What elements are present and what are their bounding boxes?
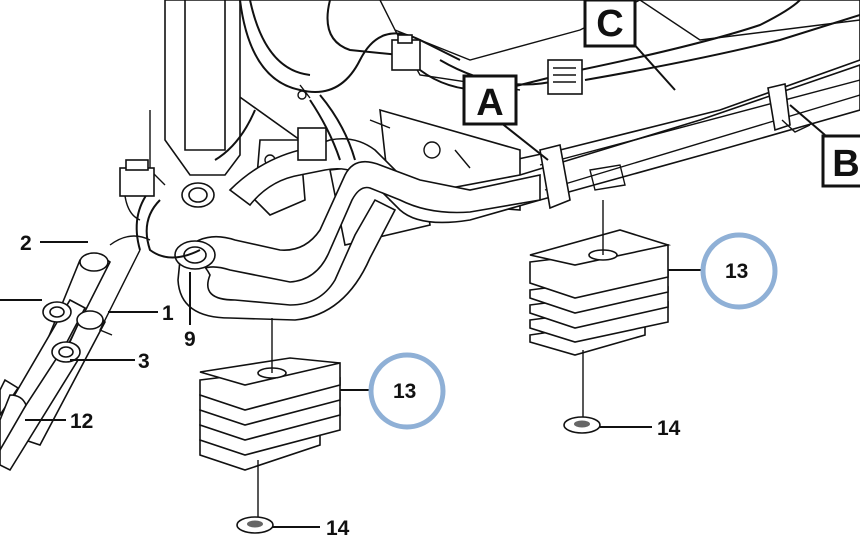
part-label-1: 1 (162, 302, 174, 325)
callout-box-c: C (583, 0, 637, 48)
hoses (0, 235, 151, 472)
highlight-circle-left (368, 352, 446, 430)
washer-left (236, 516, 274, 534)
washer-right (563, 416, 601, 434)
callout-a-label: A (476, 82, 503, 124)
weight-stack-right (529, 229, 672, 356)
mount-line-left (257, 318, 273, 518)
s-pipe (174, 160, 541, 321)
part-label-13-right: 13 (725, 260, 748, 283)
chassis-body (149, 0, 860, 246)
leader-lines (0, 41, 826, 528)
callout-b-label: B (832, 143, 859, 185)
part-label-14-left: 14 (326, 517, 350, 540)
callout-box-a: A (462, 74, 518, 126)
part-label-14-right: 14 (657, 417, 681, 440)
mount-line-right (582, 200, 604, 418)
part-label-3: 3 (138, 350, 150, 373)
callout-box-b: B (821, 134, 860, 188)
part-label-2: 2 (20, 232, 32, 255)
part-label-12: 12 (70, 410, 93, 433)
part-label-9: 9 (184, 328, 196, 351)
wire-harness (119, 0, 860, 259)
part-label-13-left: 13 (393, 380, 416, 403)
callout-c-label: C (596, 3, 623, 45)
weight-stack-left (199, 357, 341, 471)
highlight-circle-right (700, 232, 778, 310)
